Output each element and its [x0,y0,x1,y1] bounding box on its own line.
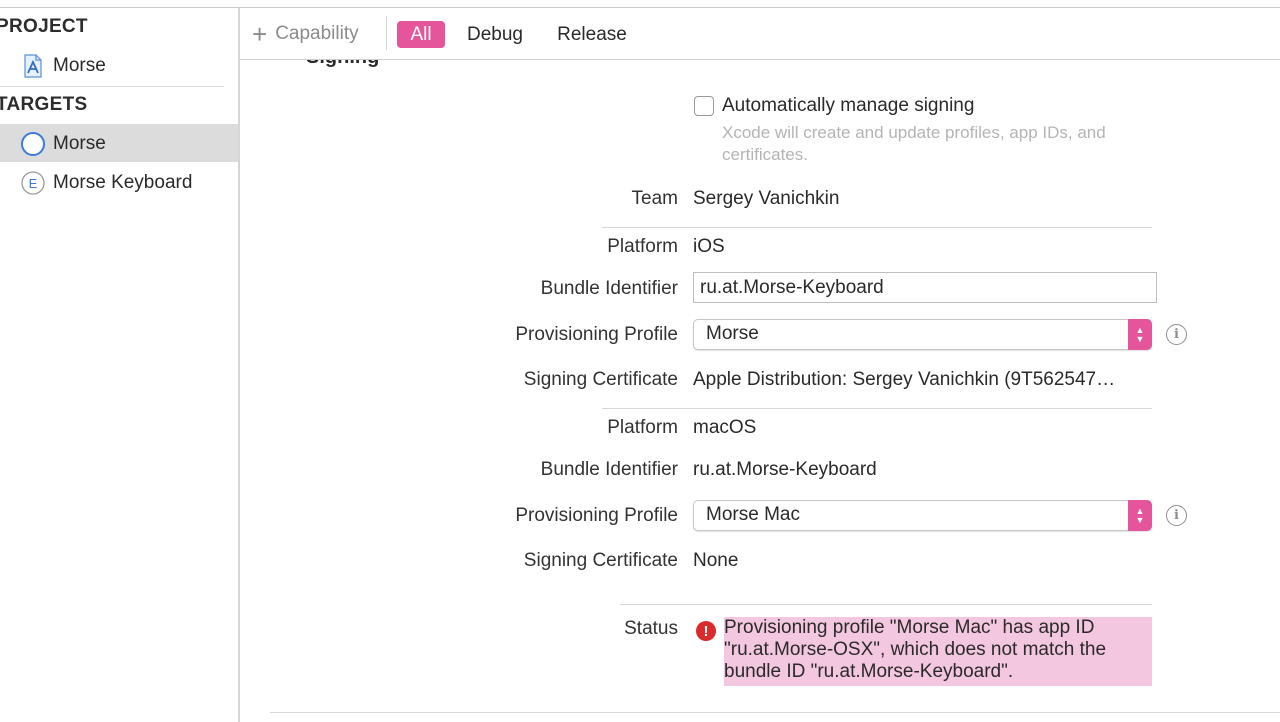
status-error-message: Provisioning profile "Morse Mac" has app… [724,617,1152,686]
ios-bundle-identifier-field[interactable]: ru.at.Morse-Keyboard [693,272,1157,303]
divider [620,604,1152,605]
add-capability-button[interactable]: + Capability [252,20,359,48]
toolbar-divider [386,16,387,50]
ios-platform-value: iOS [693,236,725,257]
sidebar-item-label: Morse [53,55,106,76]
ios-signing-certificate-value: Apple Distribution: Sergey Vanichkin (9T… [693,369,1116,390]
ios-bundle-identifier-label: Bundle Identifier [540,278,678,299]
sidebar-item-label: Morse Keyboard [53,172,193,193]
disclosure-triangle-icon[interactable]: ▾ [282,60,288,63]
add-capability-label: Capability [275,23,359,44]
svg-text:E: E [29,176,38,191]
divider [602,227,1152,228]
filter-debug-button[interactable]: Debug [467,23,523,45]
window-top-border [0,7,1280,8]
sidebar-item-label: Morse [53,133,106,154]
section-title-text: Signing [306,60,379,68]
sidebar-item-target-morse-keyboard[interactable]: E Morse Keyboard [0,163,238,201]
targets-section-header: TARGETS [0,94,88,115]
popup-stepper-icon: ▲▼ [1128,500,1152,531]
macos-bundle-identifier-label: Bundle Identifier [540,459,678,480]
team-value: Sergey Vanichkin [693,188,840,209]
popup-selected-value: Morse Mac [706,504,800,525]
auto-manage-signing-description: Xcode will create and update profiles, a… [722,123,1106,164]
team-label: Team [631,188,678,209]
macos-provisioning-profile-popup[interactable]: Morse Mac ▲▼ [693,500,1152,531]
project-navigator-sidebar: PROJECT Morse TARGETS Morse E Morse Keyb… [0,8,240,722]
divider [602,408,1152,409]
sidebar-divider [0,86,224,87]
macos-platform-label: Platform [607,417,678,438]
capabilities-toolbar: + Capability All Debug Release [240,8,1280,60]
extension-icon: E [20,170,46,196]
plus-icon: + [252,19,268,49]
signing-section-title[interactable]: ▾ Signing [282,60,379,69]
ios-platform-label: Platform [607,236,678,257]
xcode-project-icon [20,53,46,79]
sidebar-item-target-morse[interactable]: Morse [0,124,238,162]
project-section-header: PROJECT [0,16,88,37]
sidebar-item-project-morse[interactable]: Morse [0,46,238,84]
auto-manage-signing-checkbox[interactable] [694,96,714,116]
macos-provisioning-profile-label: Provisioning Profile [515,505,678,526]
section-bottom-divider [270,712,1280,713]
signing-panel: ▾ Signing Automatically manage signing X… [240,60,1280,722]
info-icon[interactable]: i [1166,324,1187,345]
macos-signing-certificate-value: None [693,550,739,571]
macos-signing-certificate-label: Signing Certificate [523,550,678,571]
ios-provisioning-profile-label: Provisioning Profile [515,324,678,345]
auto-manage-signing-label[interactable]: Automatically manage signing [722,95,975,116]
filter-release-button[interactable]: Release [557,23,627,45]
popup-selected-value: Morse [706,323,759,344]
info-icon[interactable]: i [1166,505,1187,526]
ios-signing-certificate-label: Signing Certificate [523,369,678,390]
error-icon: ! [696,621,716,641]
macos-bundle-identifier-value: ru.at.Morse-Keyboard [693,459,877,480]
filter-all-button[interactable]: All [397,21,445,48]
macos-platform-value: macOS [693,417,757,438]
popup-stepper-icon: ▲▼ [1128,319,1152,350]
ios-provisioning-profile-popup[interactable]: Morse ▲▼ [693,319,1152,350]
status-label: Status [624,618,678,639]
app-target-icon [20,131,46,157]
